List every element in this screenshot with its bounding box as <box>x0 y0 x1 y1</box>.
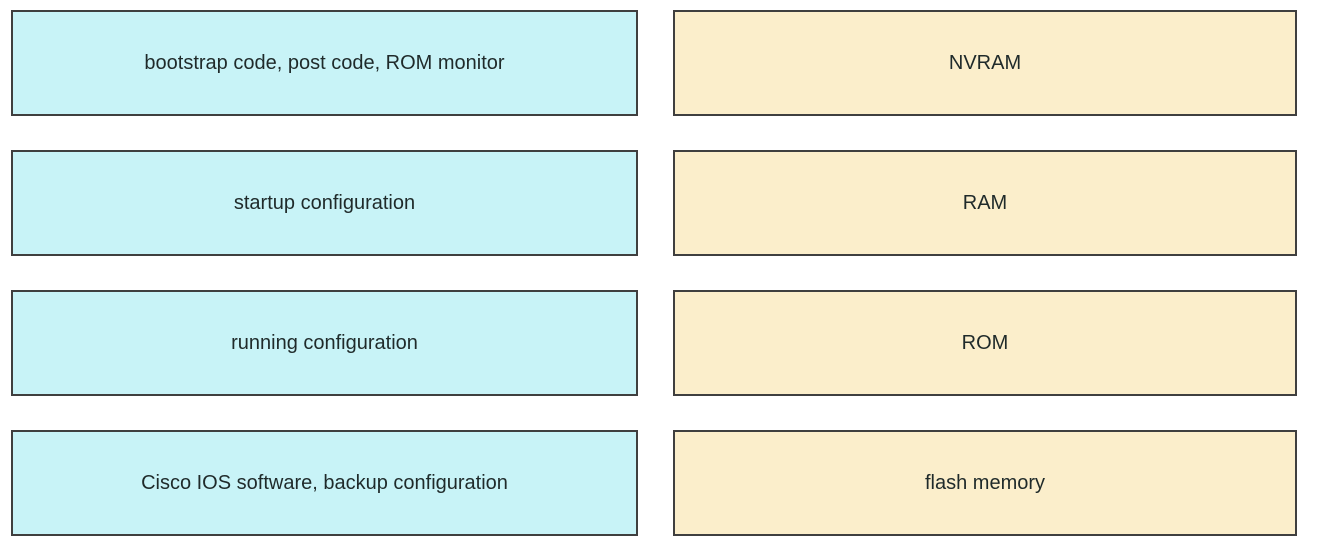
drop-target-label: RAM <box>962 191 1008 214</box>
drop-target-label: flash memory <box>924 471 1046 494</box>
match-columns: bootstrap code, post code, ROM monitor s… <box>11 10 1298 536</box>
drop-targets-column: NVRAM RAM ROM flash memory <box>673 10 1297 536</box>
drag-item-label: running configuration <box>231 331 418 354</box>
drop-target-label: ROM <box>961 331 1009 354</box>
drag-item-running-configuration[interactable]: running configuration <box>11 290 638 396</box>
drag-items-column: bootstrap code, post code, ROM monitor s… <box>11 10 638 536</box>
drop-target-ram[interactable]: RAM <box>673 150 1297 256</box>
drop-target-nvram[interactable]: NVRAM <box>673 10 1297 116</box>
drag-item-label: bootstrap code, post code, ROM monitor <box>144 51 505 74</box>
drop-target-flash-memory[interactable]: flash memory <box>673 430 1297 536</box>
drag-item-bootstrap-code[interactable]: bootstrap code, post code, ROM monitor <box>11 10 638 116</box>
drop-target-label: NVRAM <box>948 51 1022 74</box>
drag-item-cisco-ios-software[interactable]: Cisco IOS software, backup configuration <box>11 430 638 536</box>
drop-target-rom[interactable]: ROM <box>673 290 1297 396</box>
drag-item-label: startup configuration <box>233 191 416 214</box>
drag-item-startup-configuration[interactable]: startup configuration <box>11 150 638 256</box>
drag-item-label: Cisco IOS software, backup configuration <box>141 471 508 494</box>
